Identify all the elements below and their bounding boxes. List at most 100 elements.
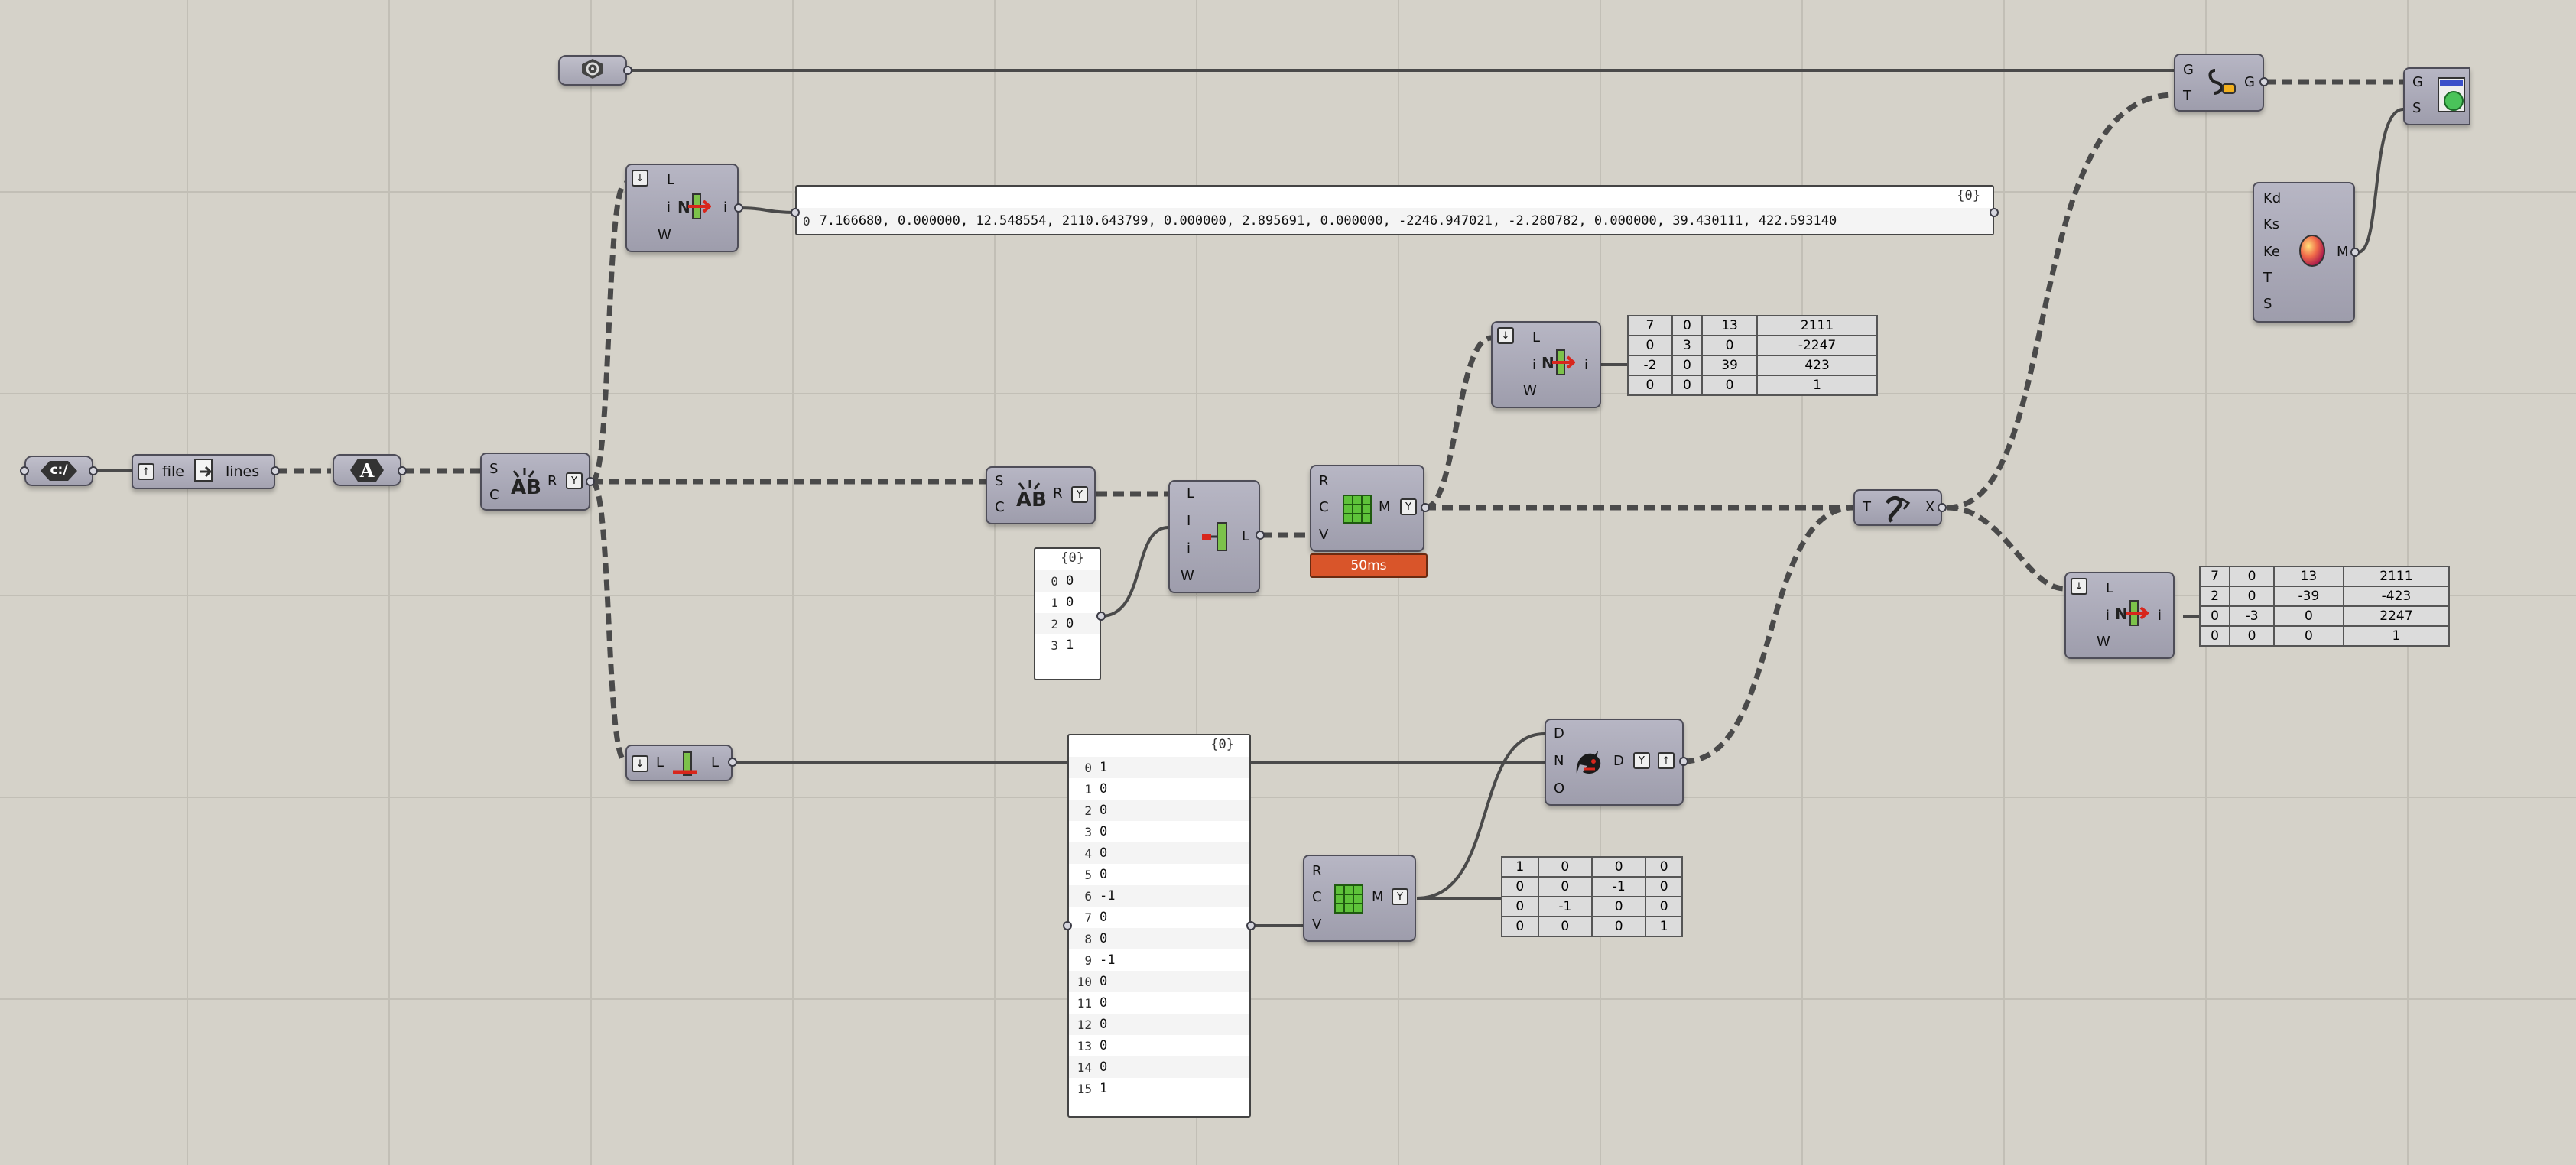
list-length-icon [670, 751, 700, 778]
upstream-flag-icon[interactable]: ↑ [1658, 752, 1675, 769]
text-panel-output-grip[interactable] [1990, 208, 1999, 217]
transform-component[interactable]: T X [1853, 489, 1942, 526]
input-l: L [1532, 329, 1541, 346]
transform-icon [1881, 494, 1912, 524]
material-component[interactable]: Kd Ks Ke T S M [2253, 182, 2355, 323]
split-text-icon: AB [1013, 479, 1047, 512]
input-s: S [489, 461, 499, 477]
graft-flag-icon[interactable]: Y [1071, 486, 1088, 503]
dragon-icon [1572, 746, 1606, 780]
input-c: C [1312, 889, 1322, 905]
list-panel-input-grip[interactable] [1063, 921, 1072, 930]
graft-flag-icon[interactable]: Y [1633, 752, 1650, 769]
list-length-component[interactable]: ↓ L L [625, 745, 733, 781]
upstream-flag-icon[interactable]: ↑ [138, 463, 154, 480]
wire-matrix1-item3 [1424, 335, 1492, 511]
file-path-output-grip[interactable] [89, 466, 98, 475]
construct-matrix-component-2[interactable]: R C V M Y [1303, 855, 1416, 942]
curve-param-output-grip[interactable] [623, 66, 632, 75]
text-panel[interactable]: {0} 0 7.166680, 0.000000, 12.548554, 211… [795, 185, 1994, 235]
read-file-component[interactable]: ↑ file lines [132, 454, 275, 489]
matrix1-output-grip[interactable] [1421, 503, 1430, 512]
construct-matrix-icon [1342, 494, 1372, 524]
list-item-component-3[interactable]: ↓ L i W N i [1491, 321, 1601, 408]
upstream-flag-icon[interactable]: ↓ [1497, 327, 1514, 344]
wire-item1-panel [738, 206, 796, 214]
split-text-component-1[interactable]: S C AB R Y [480, 453, 590, 511]
file-path-input-grip[interactable] [20, 466, 29, 475]
construct-matrix-component-1[interactable]: R C V M Y [1310, 465, 1424, 552]
list-item-component-2[interactable]: ↓ L i W N i [2064, 572, 2175, 659]
output-d: D [1613, 753, 1624, 769]
input-s: S [995, 473, 1004, 489]
paint-output-grip[interactable] [2259, 77, 2269, 86]
index-panel-output-grip[interactable] [1096, 612, 1106, 621]
read-file-icon [192, 458, 218, 486]
output-l: L [1242, 528, 1250, 544]
deconstruct-output-grip[interactable] [1679, 757, 1688, 766]
read-file-output-grip[interactable] [271, 466, 280, 475]
input-i: i [2106, 608, 2110, 624]
svg-text:AB: AB [511, 476, 541, 499]
material-output-grip[interactable] [2350, 248, 2360, 257]
wire-small-replace [1100, 526, 1169, 618]
upstream-flag-icon[interactable]: ↓ [632, 170, 648, 187]
list-item: 9-1 [1084, 952, 1116, 968]
insert-items-component[interactable]: L I i W L [1168, 480, 1260, 593]
split1-output-grip[interactable] [586, 477, 595, 486]
input-w: W [1523, 383, 1537, 399]
custom-preview-component[interactable]: G S [2403, 67, 2470, 125]
upstream-flag-icon[interactable]: ↓ [632, 755, 648, 772]
graft-flag-icon[interactable]: Y [1400, 498, 1417, 515]
input-ks: Ks [2263, 216, 2280, 232]
lines-output-label: lines [225, 463, 260, 480]
list-item: 6-1 [1069, 885, 1249, 907]
graft-flag-icon[interactable]: Y [1392, 888, 1408, 905]
upstream-flag-icon[interactable]: ↓ [2071, 578, 2087, 595]
wire-transform-item2 [1947, 505, 2065, 592]
split-text-icon: AB [508, 466, 541, 500]
deconstruct-component[interactable]: D N O D Y ↑ [1545, 719, 1684, 806]
curve-param-component[interactable] [558, 55, 627, 86]
input-s: S [2412, 100, 2422, 116]
input-w: W [658, 227, 671, 243]
wire-transform-paint [1947, 92, 2175, 511]
list-item-component-1[interactable]: ↓ L i W N i [625, 164, 739, 252]
panel-row: 0 7.166680, 0.000000, 12.548554, 2110.64… [797, 208, 1993, 234]
text-panel-input-grip[interactable] [791, 208, 800, 217]
output-i: i [2158, 608, 2162, 624]
transform-output-grip[interactable] [1938, 503, 1947, 512]
length-output-grip[interactable] [728, 758, 737, 767]
text-param-output-grip[interactable] [398, 466, 407, 475]
custom-paint-component[interactable]: G T G [2174, 54, 2264, 112]
replace-output-grip[interactable] [1256, 531, 1265, 540]
file-path-param[interactable]: c:/ [24, 456, 93, 486]
split-text-component-2[interactable]: S C AB R Y [986, 466, 1096, 524]
timing-badge: 50ms [1310, 553, 1428, 578]
item1-output-grip[interactable] [734, 203, 743, 213]
input-g: G [2412, 74, 2423, 90]
input-l: L [1187, 485, 1195, 501]
text-param[interactable]: A [333, 454, 401, 486]
list-panel-output-grip[interactable] [1246, 921, 1256, 930]
graft-flag-icon[interactable]: Y [566, 472, 583, 489]
